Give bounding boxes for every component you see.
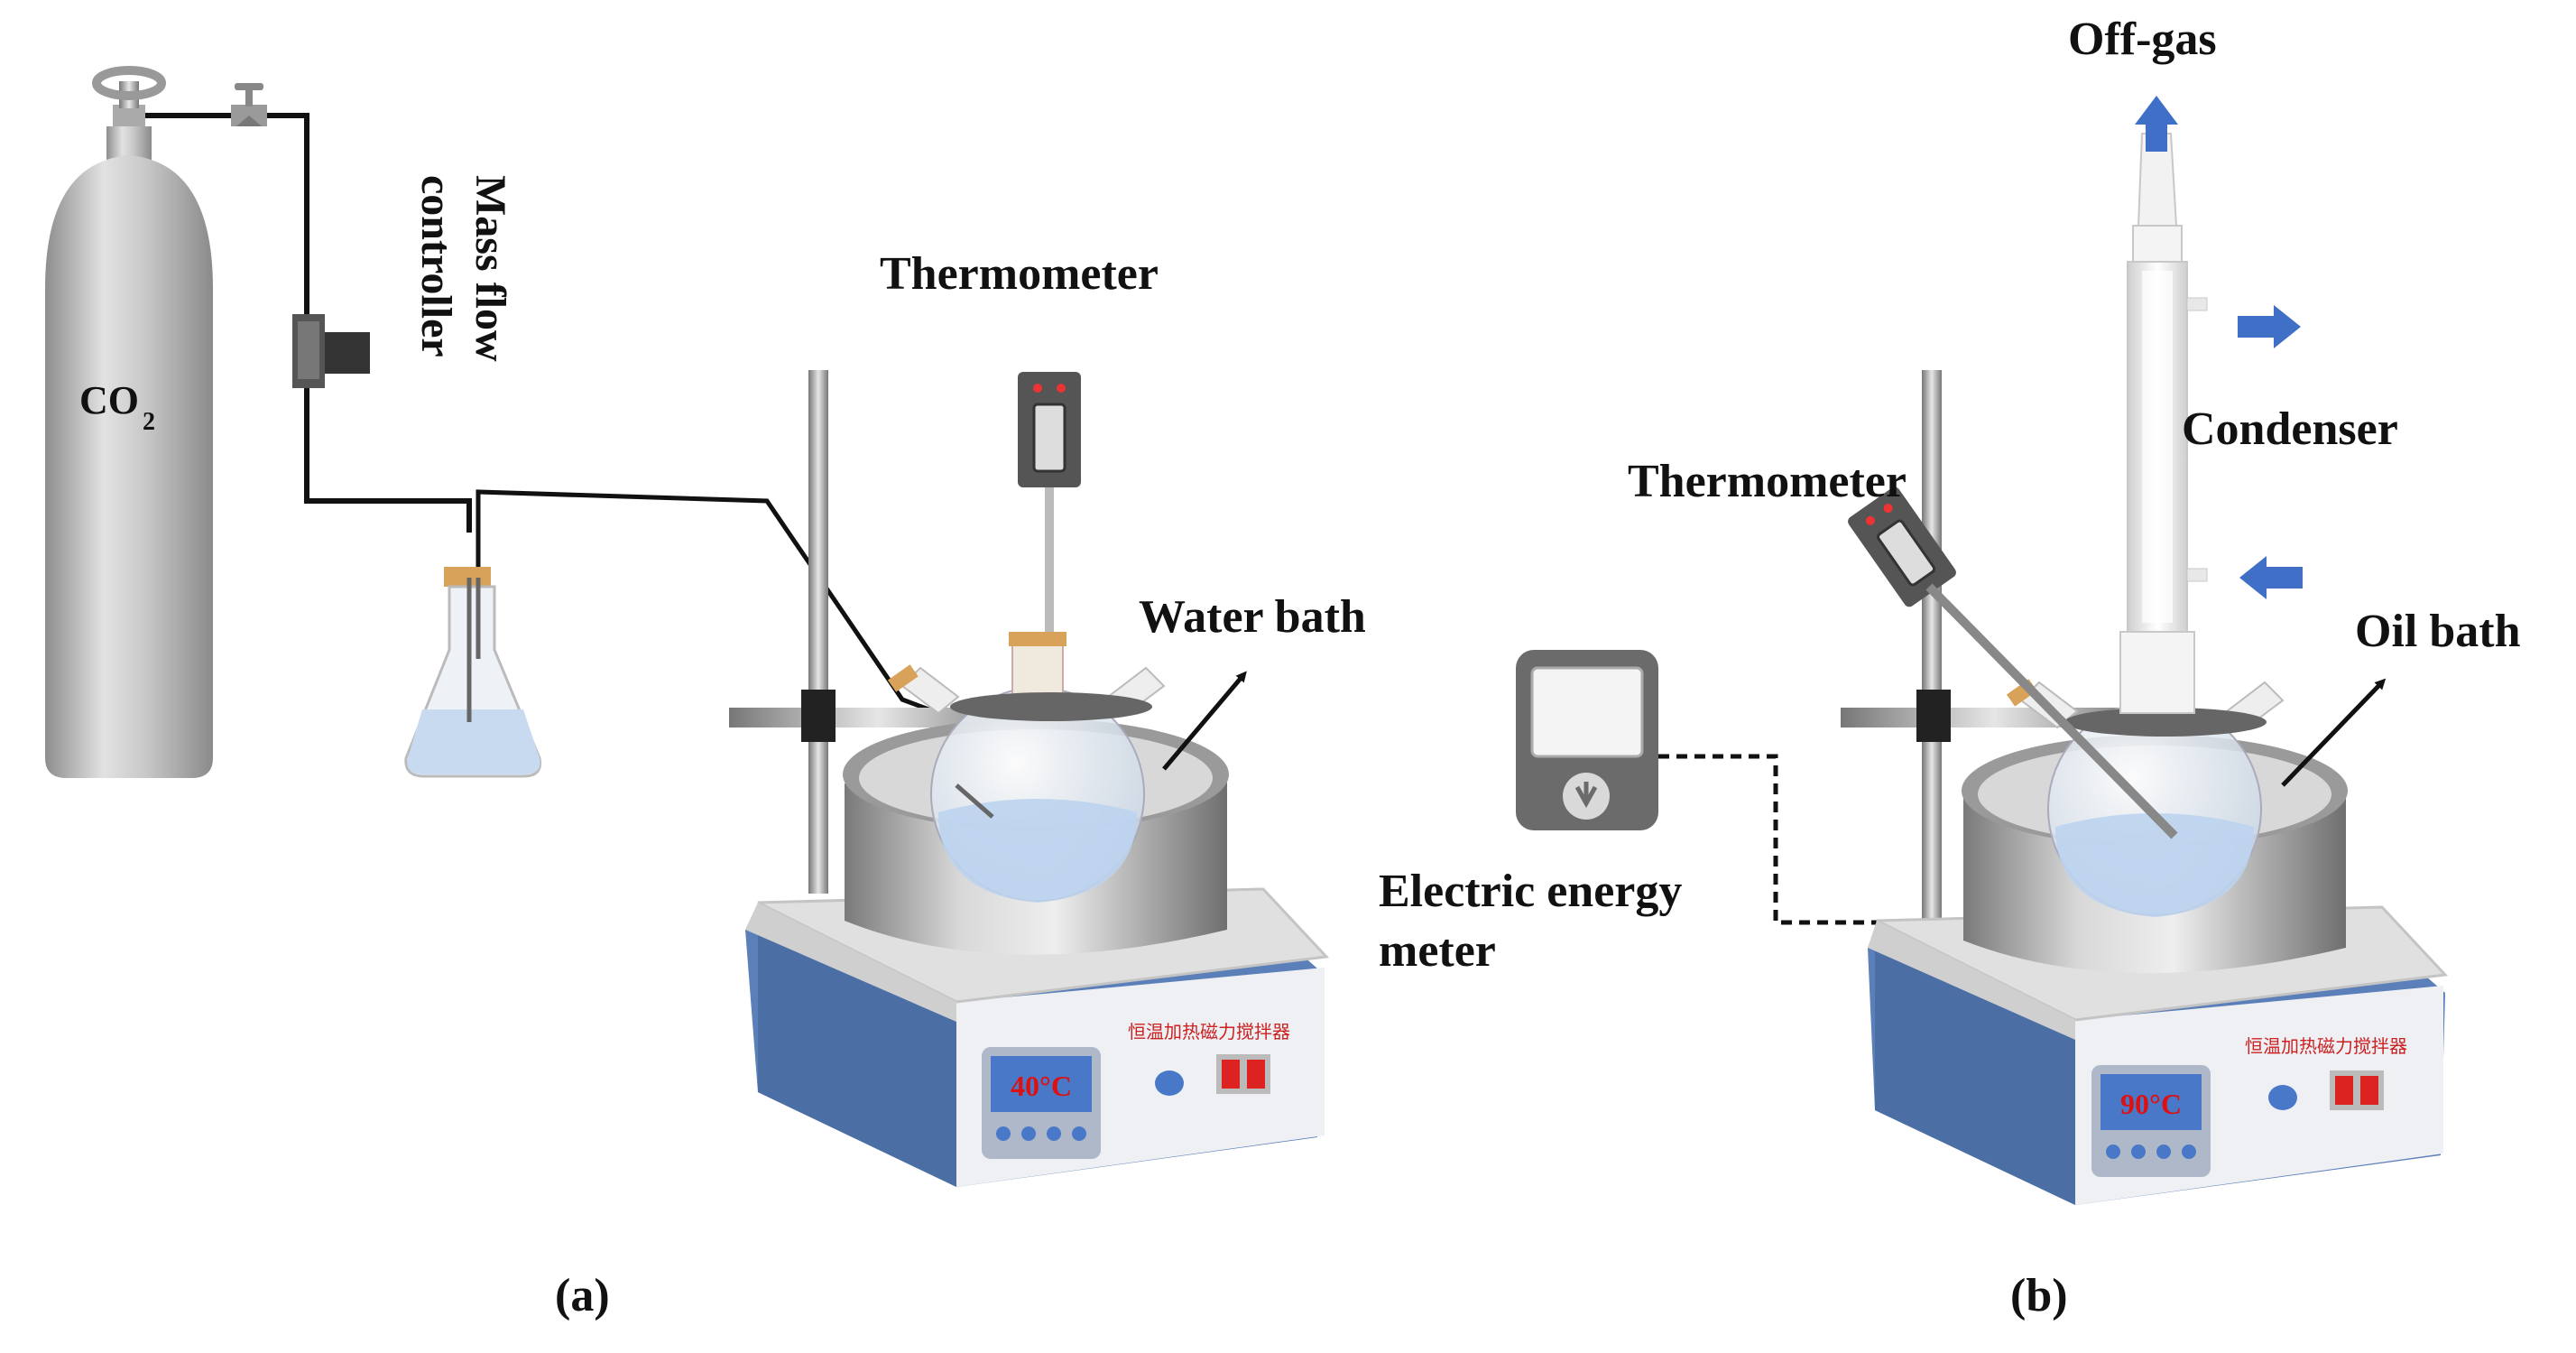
mfc-label-line1: Mass flow — [466, 175, 514, 362]
thermometer-b-icon — [1848, 487, 1956, 607]
valve-icon — [231, 83, 267, 126]
thermometer-b-probe — [1925, 583, 2178, 839]
condenser — [2119, 133, 2208, 714]
cylinder-label: CO — [79, 378, 139, 422]
hotplate-b-panel-text: 恒温加热磁力搅拌器 — [2245, 1035, 2407, 1057]
cylinder-label-subscript: 2 — [143, 408, 155, 436]
meter-label-line2: meter — [1379, 925, 1496, 977]
meter-label-line1: Electric energy — [1379, 866, 1682, 917]
oil-bath-label: Oil bath — [2355, 606, 2521, 657]
energy-meter — [1516, 650, 1658, 830]
panel-a: CO 2 Mass flow controller — [45, 66, 1366, 1321]
water-bath-label: Water bath — [1139, 591, 1366, 643]
hotplate-a-panel-text: 恒温加热磁力搅拌器 — [1128, 1021, 1290, 1043]
gas-line — [135, 113, 472, 533]
meter-cable — [1658, 754, 1895, 925]
panel-b: Electric energy meter 90°C 恒温加热 — [1379, 14, 2521, 1321]
round-flask-a — [887, 632, 1166, 903]
bath-b-arrow — [2281, 678, 2387, 787]
display-a-temp: 40°C — [1011, 1070, 1072, 1102]
mfc-label-line2: controller — [412, 175, 460, 357]
thermometer-b-label: Thermometer — [1628, 456, 1907, 507]
erlenmeyer-flask — [404, 567, 542, 778]
offgas-arrow-icon — [2135, 96, 2178, 152]
retort-stand — [729, 370, 1027, 894]
thermometer-a-label: Thermometer — [880, 248, 1159, 300]
gas-line-to-reactor — [475, 489, 975, 729]
coolant-out-arrow-icon — [2238, 305, 2301, 348]
panel-b-caption: (b) — [2010, 1270, 2068, 1321]
panel-a-caption: (a) — [555, 1270, 610, 1321]
mfc-label: Mass flow controller — [412, 175, 514, 362]
bath-a-arrow — [1162, 671, 1247, 771]
co2-cylinder: CO 2 — [45, 66, 213, 778]
display-b-temp: 90°C — [2120, 1088, 2182, 1120]
offgas-label: Off-gas — [2068, 14, 2217, 65]
condenser-label: Condenser — [2182, 403, 2398, 455]
mass-flow-controller — [292, 314, 370, 388]
coolant-in-arrow-icon — [2239, 556, 2303, 599]
